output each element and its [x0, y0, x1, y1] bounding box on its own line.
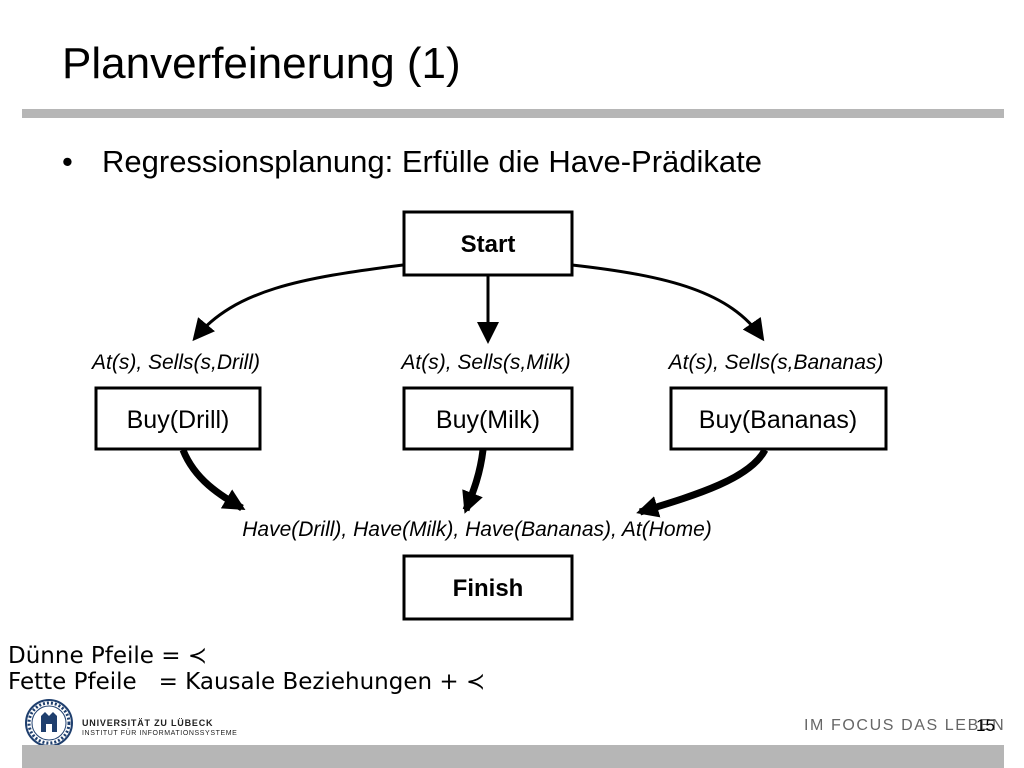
start-node-label: Start: [461, 231, 516, 258]
precondition-milk: At(s), Sells(s,Milk): [399, 351, 570, 374]
finish-node-label: Finish: [453, 575, 524, 602]
action-label-drill: Buy(Drill): [127, 406, 230, 434]
thin-arrow-start-drill: [192, 263, 404, 342]
thick-arrow-drill-goal: [179, 448, 246, 512]
slide-title: Planverfeinerung (1): [62, 39, 461, 88]
finish-node: Finish: [402, 554, 574, 621]
action-node-drill: Buy(Drill): [94, 386, 262, 451]
action-label-milk: Buy(Milk): [436, 406, 540, 434]
university-name: UNIVERSITÄT ZU LÜBECK: [82, 718, 214, 728]
goal-conditions: Have(Drill), Have(Milk), Have(Bananas), …: [242, 518, 712, 541]
action-label-bananas: Buy(Bananas): [699, 406, 857, 434]
legend-thin-arrows: Dünne Pfeile = ≺: [8, 643, 207, 669]
bullet-text: Regressionsplanung: Erfülle die Have-Prä…: [102, 144, 762, 179]
institute-name: INSTITUT FÜR INFORMATIONSSYSTEME: [82, 730, 238, 737]
footer-bar: [22, 745, 1004, 768]
university-seal-icon: [25, 699, 73, 747]
action-node-bananas: Buy(Bananas): [669, 386, 888, 451]
title-rule: [22, 109, 1004, 118]
slogan: IM FOCUS DAS LEBEN: [804, 717, 1006, 734]
thick-arrow-milk-goal: [462, 449, 487, 514]
precondition-bananas: At(s), Sells(s,Bananas): [667, 351, 884, 374]
action-node-milk: Buy(Milk): [402, 386, 574, 451]
start-node: Start: [402, 210, 574, 277]
legend-thick-arrows: Fette Pfeile = Kausale Beziehungen + ≺: [8, 669, 485, 695]
bullet-item: • Regressionsplanung: Erfülle die Have-Pr…: [62, 142, 762, 182]
precondition-drill: At(s), Sells(s,Drill): [90, 351, 260, 374]
thick-arrow-bananas-goal: [636, 448, 769, 518]
page-number: 15: [976, 716, 995, 735]
thin-arrow-start-bananas: [571, 263, 765, 342]
bullet-marker: •: [62, 144, 73, 179]
